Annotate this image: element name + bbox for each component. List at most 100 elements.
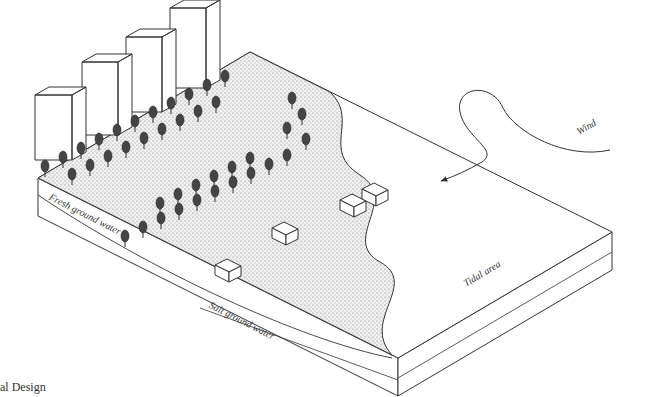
tree bbox=[298, 108, 306, 125]
tree bbox=[192, 179, 200, 196]
top-face bbox=[38, 52, 612, 358]
hut-face bbox=[354, 201, 366, 217]
tree-crown bbox=[193, 194, 201, 206]
tree-crown bbox=[59, 151, 67, 163]
hut-face bbox=[376, 190, 388, 206]
tree-crown bbox=[247, 167, 255, 179]
buildings bbox=[35, 0, 220, 160]
tree bbox=[113, 124, 121, 141]
tree-crown bbox=[283, 149, 291, 161]
tree-crown bbox=[140, 132, 148, 144]
tree-crown bbox=[298, 108, 306, 120]
tree bbox=[246, 152, 254, 169]
tree-crown bbox=[77, 142, 85, 154]
tree-crown bbox=[229, 176, 237, 188]
wind-arrow bbox=[441, 90, 610, 181]
tree-crown bbox=[302, 133, 310, 145]
tree-crown bbox=[283, 122, 291, 134]
tree bbox=[265, 158, 273, 175]
tree-crown bbox=[265, 158, 273, 170]
tree bbox=[158, 123, 166, 140]
trees bbox=[41, 70, 310, 247]
beach-hut bbox=[215, 259, 241, 282]
tree bbox=[140, 132, 148, 149]
tree bbox=[77, 142, 85, 159]
hut-face bbox=[272, 228, 286, 245]
tree-crown bbox=[86, 159, 94, 171]
tree bbox=[283, 122, 291, 139]
tree-crown bbox=[246, 152, 254, 164]
tree-crown bbox=[157, 212, 165, 224]
tree bbox=[122, 141, 130, 158]
tree-crown bbox=[156, 197, 164, 209]
tree bbox=[185, 88, 193, 105]
tree bbox=[167, 97, 175, 114]
wind-label: Wind bbox=[575, 118, 598, 137]
tree bbox=[176, 114, 184, 131]
tree-crown bbox=[288, 92, 296, 104]
tree bbox=[139, 221, 147, 238]
tree-crown bbox=[121, 230, 129, 242]
tree-crown bbox=[192, 179, 200, 191]
tree bbox=[283, 149, 291, 166]
tree bbox=[203, 79, 211, 96]
tree-crown bbox=[149, 106, 157, 118]
tree bbox=[193, 194, 201, 211]
tree bbox=[174, 188, 182, 205]
tree-crown bbox=[176, 114, 184, 126]
beach-hut bbox=[362, 183, 388, 206]
tree bbox=[156, 197, 164, 214]
tree bbox=[228, 161, 236, 178]
hut-face bbox=[340, 200, 354, 217]
tree bbox=[211, 185, 219, 202]
building bbox=[82, 54, 132, 135]
tree bbox=[157, 212, 165, 229]
tree-crown bbox=[167, 97, 175, 109]
tree-crown bbox=[41, 160, 49, 172]
tree bbox=[229, 176, 237, 193]
tree-crown bbox=[221, 70, 229, 82]
tree bbox=[131, 115, 139, 132]
tree bbox=[247, 167, 255, 184]
building bbox=[170, 0, 220, 88]
tree bbox=[194, 105, 202, 122]
tree bbox=[95, 133, 103, 150]
tree bbox=[59, 151, 67, 168]
tree-crown bbox=[131, 115, 139, 127]
tree bbox=[121, 230, 129, 247]
tree-crown bbox=[122, 141, 130, 153]
tree-crown bbox=[158, 123, 166, 135]
tree bbox=[41, 160, 49, 177]
tree bbox=[302, 133, 310, 150]
tree-crown bbox=[228, 161, 236, 173]
tree-crown bbox=[211, 185, 219, 197]
tree-crown bbox=[210, 170, 218, 182]
tree bbox=[210, 170, 218, 187]
tree bbox=[86, 159, 94, 176]
tree-crown bbox=[139, 221, 147, 233]
tree bbox=[104, 150, 112, 167]
tree-crown bbox=[104, 150, 112, 162]
tree-crown bbox=[203, 79, 211, 91]
tree bbox=[212, 96, 220, 113]
tree-crown bbox=[95, 133, 103, 145]
tree bbox=[149, 106, 157, 123]
tree bbox=[288, 92, 296, 109]
building bbox=[35, 87, 86, 160]
caption-fragment: al Design bbox=[0, 381, 46, 393]
beach-hut bbox=[272, 222, 298, 245]
tree-crown bbox=[175, 203, 183, 215]
land-area bbox=[38, 52, 394, 355]
tree-crown bbox=[185, 88, 193, 100]
tree-crown bbox=[174, 188, 182, 200]
tree-crown bbox=[68, 168, 76, 180]
tree-crown bbox=[212, 96, 220, 108]
tree-crown bbox=[194, 105, 202, 117]
hut-face bbox=[286, 229, 298, 245]
tree bbox=[175, 203, 183, 220]
beach-huts bbox=[215, 183, 388, 282]
tree-crown bbox=[113, 124, 121, 136]
building bbox=[126, 29, 176, 112]
